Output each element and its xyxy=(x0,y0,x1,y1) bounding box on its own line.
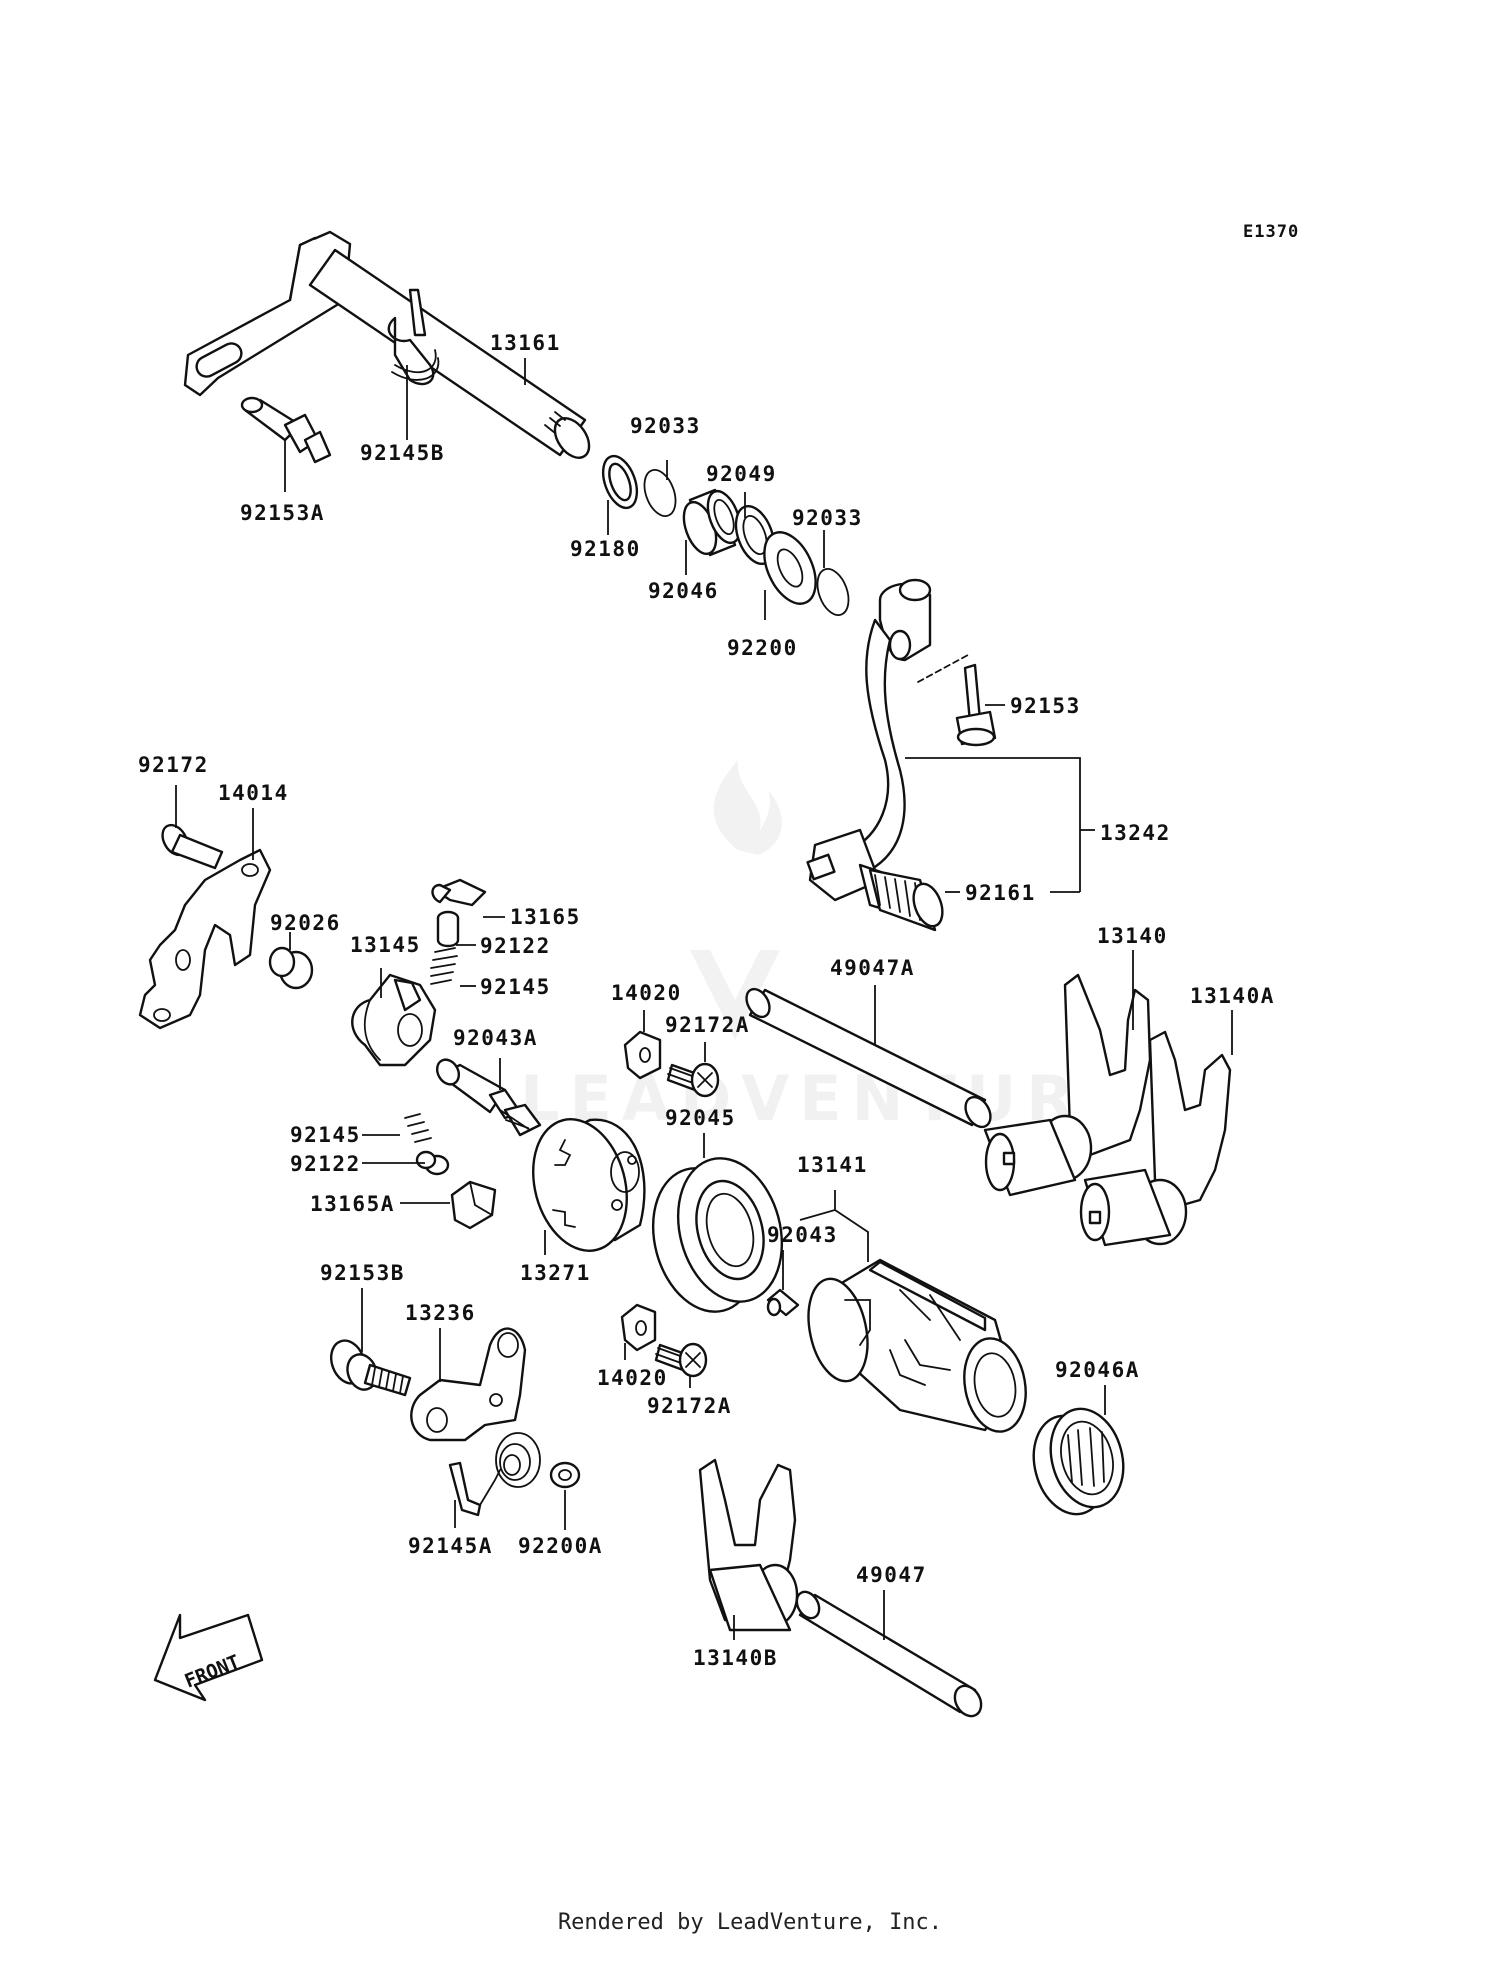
part-92043-pin[interactable] xyxy=(766,1288,800,1317)
label-92045[interactable]: 92045 xyxy=(665,1106,736,1130)
label-92122-a[interactable]: 92122 xyxy=(480,934,551,958)
part-92045-ball-bearing[interactable] xyxy=(638,1147,797,1324)
label-92043[interactable]: 92043 xyxy=(767,1223,838,1247)
label-92200[interactable]: 92200 xyxy=(727,636,798,660)
part-13145-shift-cam[interactable] xyxy=(351,973,437,1067)
label-13165A[interactable]: 13165A xyxy=(310,1192,395,1216)
label-92046[interactable]: 92046 xyxy=(648,579,719,603)
diagram-code: E1370 xyxy=(1243,222,1299,242)
watermark: LEADVENTURE xyxy=(520,760,1126,1135)
part-92043A-pin[interactable] xyxy=(433,1056,542,1137)
label-92033-a[interactable]: 92033 xyxy=(630,414,701,438)
part-13242-shift-pedal[interactable] xyxy=(806,578,948,932)
part-92172A-screw-b[interactable] xyxy=(654,1342,708,1378)
part-92046-needle-bearing[interactable] xyxy=(678,487,747,558)
part-92033-circlip-a[interactable] xyxy=(639,466,682,521)
part-labels: 13161 92145B 92153A 92033 92049 92180 92… xyxy=(138,331,1275,1670)
part-92145B-spring[interactable] xyxy=(387,288,440,386)
part-13140-shift-fork[interactable] xyxy=(983,973,1152,1197)
part-92153B-bolt[interactable] xyxy=(325,1336,412,1397)
label-13140B[interactable]: 13140B xyxy=(693,1646,778,1670)
part-92145-spring-b[interactable] xyxy=(404,1113,432,1143)
label-92049[interactable]: 92049 xyxy=(706,462,777,486)
part-92145A-spring[interactable] xyxy=(448,1432,541,1517)
label-49047A[interactable]: 49047A xyxy=(830,956,915,980)
part-13140A-shift-fork[interactable] xyxy=(1079,1030,1232,1247)
label-13242[interactable]: 13242 xyxy=(1100,821,1171,845)
label-92145A[interactable]: 92145A xyxy=(408,1534,493,1558)
footer-credit: Rendered by LeadVenture, Inc. xyxy=(557,1910,943,1935)
part-92046A-needle-bearing[interactable] xyxy=(1023,1401,1133,1523)
label-92026[interactable]: 92026 xyxy=(270,911,341,935)
part-13165A-pawl[interactable] xyxy=(450,1180,497,1230)
label-49047[interactable]: 49047 xyxy=(856,1563,927,1587)
label-92043A[interactable]: 92043A xyxy=(453,1026,538,1050)
label-92153A[interactable]: 92153A xyxy=(240,501,325,525)
label-13140[interactable]: 13140 xyxy=(1097,924,1168,948)
part-92200A-washer[interactable] xyxy=(549,1461,581,1489)
part-14020-retainer-a[interactable] xyxy=(623,1030,662,1080)
label-92145B[interactable]: 92145B xyxy=(360,441,445,465)
label-92180[interactable]: 92180 xyxy=(570,537,641,561)
label-92033-b[interactable]: 92033 xyxy=(792,506,863,530)
label-13236[interactable]: 13236 xyxy=(405,1301,476,1325)
label-92172[interactable]: 92172 xyxy=(138,753,209,777)
label-13165[interactable]: 13165 xyxy=(510,905,581,929)
part-92172-screw[interactable] xyxy=(157,821,224,870)
part-92153-bolt[interactable] xyxy=(955,663,997,747)
label-13141[interactable]: 13141 xyxy=(797,1153,868,1177)
label-13140A[interactable]: 13140A xyxy=(1190,984,1275,1008)
part-92172A-screw-a[interactable] xyxy=(666,1062,720,1098)
part-49047-fork-shaft[interactable] xyxy=(792,1588,986,1721)
part-13141-shift-drum[interactable] xyxy=(800,1258,1033,1436)
label-92172A-a[interactable]: 92172A xyxy=(665,1013,750,1037)
label-92046A[interactable]: 92046A xyxy=(1055,1358,1140,1382)
label-92122-b[interactable]: 92122 xyxy=(290,1152,361,1176)
part-14020-retainer-b[interactable] xyxy=(620,1303,657,1352)
label-92153[interactable]: 92153 xyxy=(1010,694,1081,718)
part-92033-circlip-b[interactable] xyxy=(812,565,855,620)
part-13140B-shift-fork[interactable] xyxy=(698,1458,799,1632)
part-49047A-fork-shaft[interactable] xyxy=(742,985,996,1131)
front-arrow: FRONT xyxy=(153,1613,264,1702)
label-92145-b[interactable]: 92145 xyxy=(290,1123,361,1147)
label-92200A[interactable]: 92200A xyxy=(518,1534,603,1558)
part-92180-washer[interactable] xyxy=(597,451,644,512)
part-13271-shift-drum-gear[interactable] xyxy=(519,1109,646,1262)
part-13236-lever[interactable] xyxy=(410,1327,527,1442)
label-13145[interactable]: 13145 xyxy=(350,933,421,957)
label-92145-a[interactable]: 92145 xyxy=(480,975,551,999)
leader-lines xyxy=(175,358,1233,1640)
part-92200-washer[interactable] xyxy=(754,524,826,611)
part-92122-pin-b[interactable] xyxy=(415,1150,450,1176)
label-92172A-b[interactable]: 92172A xyxy=(647,1394,732,1418)
label-14020-a[interactable]: 14020 xyxy=(611,981,682,1005)
part-92153A-bolt[interactable] xyxy=(240,396,332,464)
part-13161-shift-shaft[interactable] xyxy=(183,230,596,464)
label-92153B[interactable]: 92153B xyxy=(320,1261,405,1285)
part-92122-pin-a[interactable] xyxy=(436,910,460,948)
label-14020-b[interactable]: 14020 xyxy=(597,1366,668,1390)
label-92161[interactable]: 92161 xyxy=(965,881,1036,905)
part-92026-collar[interactable] xyxy=(268,946,314,990)
label-13161[interactable]: 13161 xyxy=(490,331,561,355)
part-92145-spring-a[interactable] xyxy=(430,947,458,985)
label-13271[interactable]: 13271 xyxy=(520,1261,591,1285)
part-14014-plate[interactable] xyxy=(138,848,272,1030)
part-13165-pawl[interactable] xyxy=(431,878,487,907)
label-14014[interactable]: 14014 xyxy=(218,781,289,805)
